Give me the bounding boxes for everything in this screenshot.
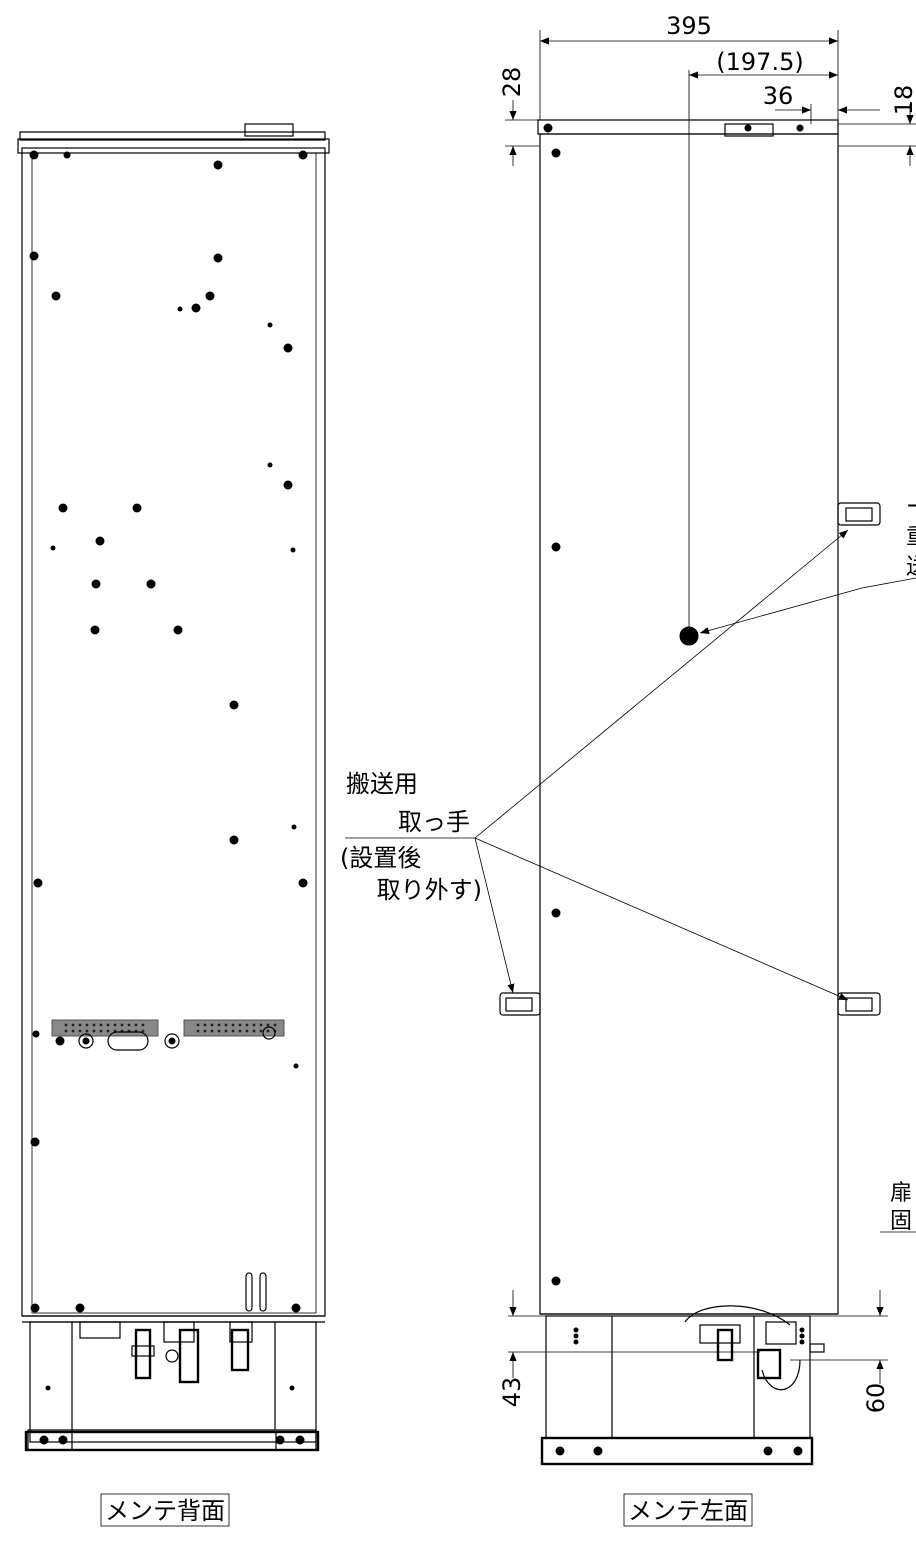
terminal-pin <box>231 1023 235 1027</box>
terminal-pin <box>231 1029 235 1033</box>
view-captions: メンテ背面 メンテ左面 <box>100 1493 753 1527</box>
transport-handles <box>499 502 881 1016</box>
back-body <box>21 147 326 1317</box>
dim-43: 43 <box>498 1377 526 1408</box>
terminal-pin <box>238 1023 242 1027</box>
terminal-pin <box>78 1023 82 1027</box>
left-side-view <box>499 119 881 1466</box>
terminal-pin <box>273 1023 277 1027</box>
dimension-lines <box>505 30 916 1384</box>
terminal-pin <box>113 1023 117 1027</box>
terminal-pin <box>224 1023 228 1027</box>
right-cut-1b: 重 <box>906 525 916 550</box>
terminal-pin <box>127 1023 131 1027</box>
terminal-pin <box>266 1029 270 1033</box>
callout-line-3: (設置後 <box>340 844 421 872</box>
terminal-pin <box>78 1029 82 1033</box>
callout-line-1: 搬送用 <box>346 770 418 798</box>
terminal-pin <box>259 1023 263 1027</box>
terminal-pin <box>196 1023 200 1027</box>
back-pipes <box>245 1272 267 1312</box>
back-ports <box>32 1026 299 1069</box>
terminal-pin <box>120 1023 124 1027</box>
terminal-pin <box>71 1029 75 1033</box>
terminal-pin <box>203 1029 207 1033</box>
terminal-pin <box>99 1029 103 1033</box>
back-top-connector <box>244 123 294 137</box>
terminal-pin <box>71 1023 75 1027</box>
left-view-caption: メンテ左面 <box>628 1497 748 1525</box>
dim-28: 28 <box>498 67 526 98</box>
back-view <box>17 123 330 1452</box>
terminal-pin <box>141 1023 145 1027</box>
dimension-labels: 395 (197.5) 36 28 18 43 60 <box>498 12 916 1413</box>
back-top-cap <box>19 131 326 141</box>
dim-60: 60 <box>862 1383 890 1414</box>
right-cut-3b: 固 <box>890 1209 912 1234</box>
callout-line-4: 取り外す) <box>377 876 482 904</box>
back-base-stand <box>24 1321 320 1452</box>
back-inner-frame <box>31 152 317 1314</box>
dim-197-5: (197.5) <box>716 48 803 76</box>
terminal-pin <box>106 1029 110 1033</box>
terminal-pin <box>259 1029 263 1033</box>
terminal-pin <box>196 1029 200 1033</box>
terminal-pin <box>134 1023 138 1027</box>
terminal-pin <box>64 1029 68 1033</box>
right-cut-1a: ー <box>906 495 916 520</box>
terminal-pin <box>92 1029 96 1033</box>
terminal-pin <box>203 1023 207 1027</box>
dim-18: 18 <box>890 85 916 116</box>
dim-395: 395 <box>666 12 712 40</box>
terminal-pin <box>252 1029 256 1033</box>
callout-line-2: 取っ手 <box>398 808 470 836</box>
terminal-pin <box>217 1023 221 1027</box>
left-base-stand <box>540 1305 825 1466</box>
dim-36: 36 <box>763 82 794 110</box>
left-top-connector <box>724 123 774 137</box>
terminal-pin <box>85 1023 89 1027</box>
leader-lines <box>345 529 916 1233</box>
back-view-caption: メンテ背面 <box>105 1497 225 1525</box>
handle-callout: 搬送用 取っ手 (設置後 取り外す) <box>340 770 482 904</box>
right-cut-2: 送 <box>906 555 916 580</box>
left-caption-box <box>623 1493 753 1527</box>
terminal-pin <box>64 1023 68 1027</box>
terminal-pin <box>210 1023 214 1027</box>
terminal-pin <box>141 1029 145 1033</box>
terminal-pin <box>85 1029 89 1033</box>
terminal-pin <box>92 1023 96 1027</box>
back-caption-box <box>100 1493 230 1527</box>
right-edge-callouts: ー 重 送 扉 固 <box>890 495 916 1234</box>
right-cut-3a: 扉 <box>890 1181 912 1206</box>
terminal-pin <box>266 1023 270 1027</box>
back-screws <box>29 150 308 1313</box>
terminal-pin <box>238 1029 242 1033</box>
terminal-pin <box>245 1029 249 1033</box>
terminal-pin <box>106 1023 110 1027</box>
terminal-pin <box>210 1029 214 1033</box>
terminal-pin <box>99 1023 103 1027</box>
back-top-rail <box>17 138 330 154</box>
terminal-pin <box>224 1029 228 1033</box>
terminal-pin <box>252 1023 256 1027</box>
terminal-pin <box>217 1029 221 1033</box>
left-top-rail <box>537 119 839 135</box>
left-screws <box>543 123 804 1286</box>
terminal-pin <box>245 1023 249 1027</box>
